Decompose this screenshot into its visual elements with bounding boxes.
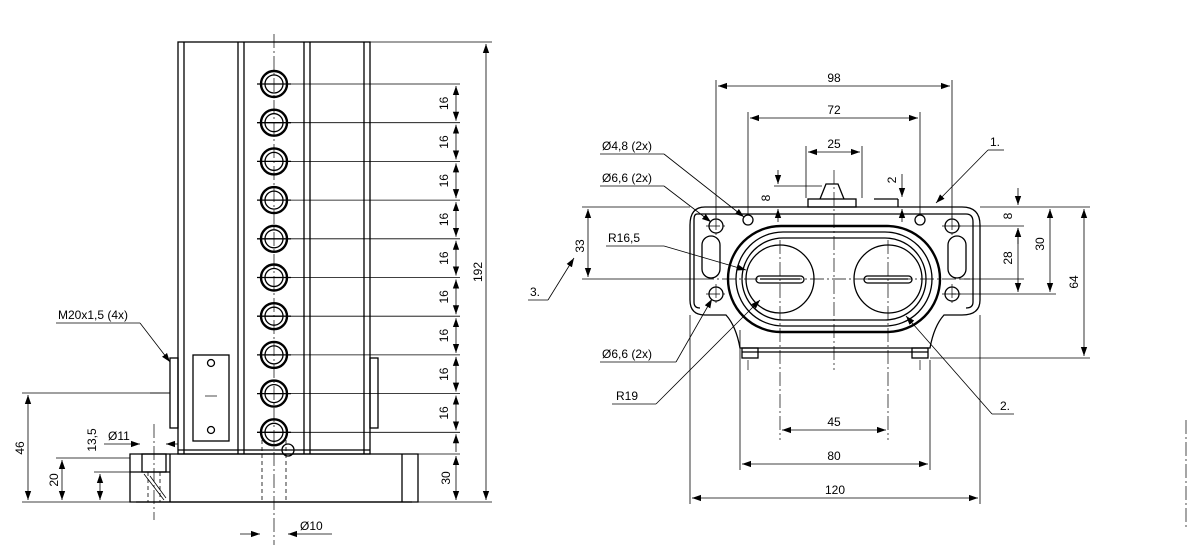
pitch-label: 16 xyxy=(437,406,451,420)
dim-30-right: 30 xyxy=(1033,237,1047,251)
cam-holes xyxy=(257,69,291,447)
hole-48-callout: Ø4,8 (2x) xyxy=(602,139,652,153)
dim-98: 98 xyxy=(827,71,841,85)
plunger-head xyxy=(819,183,845,200)
pitch-label: 16 xyxy=(437,367,451,381)
dim-25: 25 xyxy=(827,137,841,151)
plunger-housing xyxy=(807,198,857,208)
left-boss xyxy=(169,357,179,429)
pitch-label: 16 xyxy=(437,135,451,149)
dim-33: 33 xyxy=(573,239,587,253)
flange-outline xyxy=(689,206,981,349)
pitch-label: 16 xyxy=(437,290,451,304)
dim-2: 2 xyxy=(885,176,899,183)
hole-66-bottom-callout: Ø6,6 (2x) xyxy=(602,347,652,361)
thread-callout: M20x1,5 (4x) xyxy=(58,308,128,322)
front-view: 98 72 25 8 2 8 28 30 64 xyxy=(528,71,1187,530)
dim-80: 80 xyxy=(827,449,841,463)
right-boss xyxy=(369,357,379,429)
plate-screw-bottom xyxy=(206,425,216,435)
dim-46: 46 xyxy=(13,441,27,455)
dim-d10: Ø10 xyxy=(300,519,323,533)
pitch-label: 16 xyxy=(437,212,451,226)
pitch-label: 16 xyxy=(437,251,451,265)
end-hole xyxy=(281,443,295,457)
hole-66-top-callout: Ø6,6 (2x) xyxy=(602,171,652,185)
dim-8-top: 8 xyxy=(759,194,773,201)
pitch-label: 16 xyxy=(437,174,451,188)
plate-screw-top xyxy=(206,358,216,368)
dim-120: 120 xyxy=(825,483,845,497)
pitch-dimensions: 16 16 16 16 16 16 16 16 16 xyxy=(291,83,460,452)
side-view: 16 16 16 16 16 16 16 16 16 192 30 46 20 13,5 Ø11 xyxy=(13,34,492,545)
hole-48-left xyxy=(742,214,754,226)
radius-19: R19 xyxy=(616,389,638,403)
radius-16-5: R16,5 xyxy=(608,231,640,245)
dim-d11: Ø11 xyxy=(108,429,130,443)
hole-48-right xyxy=(914,214,926,226)
dim-20: 20 xyxy=(47,473,61,487)
pitch-label: 16 xyxy=(437,329,451,343)
label-plate xyxy=(192,354,230,442)
ref-2: 2. xyxy=(1000,399,1010,413)
pitch-label: 16 xyxy=(437,96,451,110)
dim-13-5: 13,5 xyxy=(85,428,99,452)
dim-72: 72 xyxy=(827,103,841,117)
slot-right xyxy=(947,235,967,279)
dim-45: 45 xyxy=(827,415,841,429)
dim-30-base: 30 xyxy=(439,471,453,485)
dim-28: 28 xyxy=(1001,251,1015,265)
ref-3: 3. xyxy=(530,285,540,299)
dim-8-right: 8 xyxy=(1001,212,1015,219)
ref-1: 1. xyxy=(990,135,1000,149)
dim-64: 64 xyxy=(1067,275,1081,289)
dim-192: 192 xyxy=(471,262,485,282)
slot-left xyxy=(701,235,721,279)
